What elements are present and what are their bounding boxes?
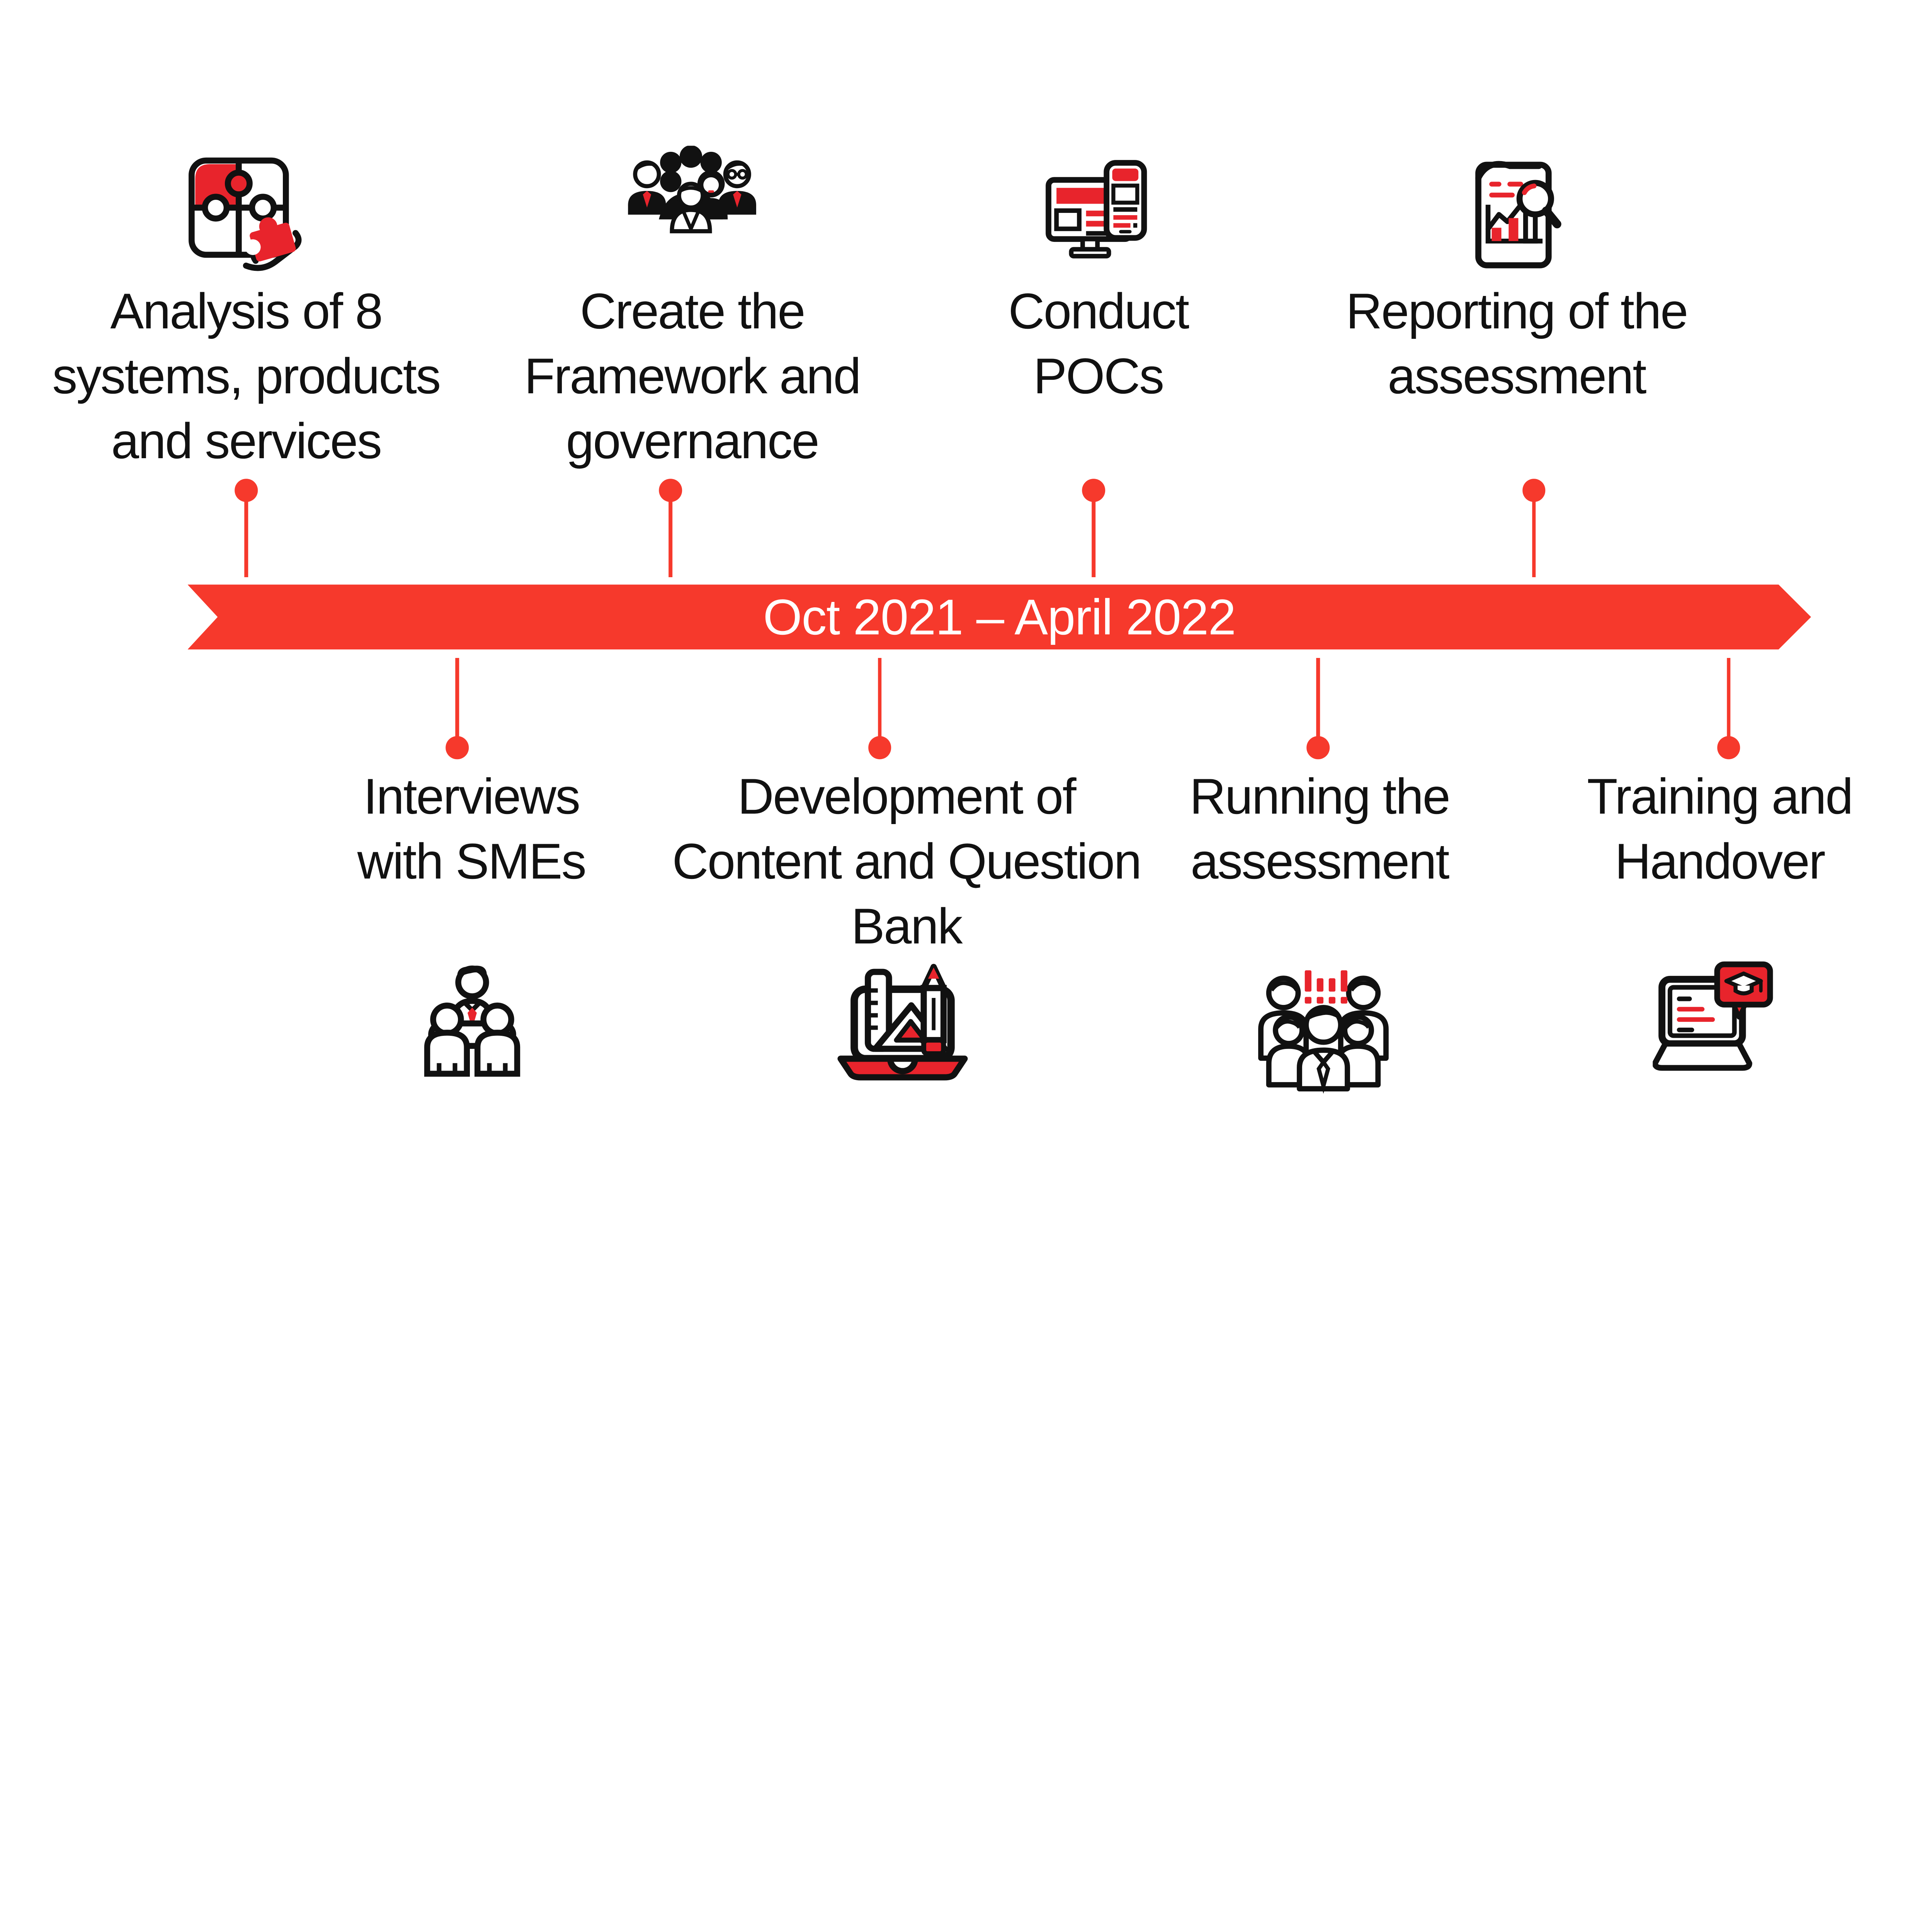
label-line: Reporting of the xyxy=(1346,282,1688,339)
audience-icon xyxy=(1258,970,1389,1094)
label-line: Development of xyxy=(737,768,1077,825)
timeline-dot xyxy=(1522,479,1546,502)
timeline-dot xyxy=(446,736,469,760)
report-magnifier-icon xyxy=(1475,161,1561,269)
elearning-icon xyxy=(1652,961,1773,1071)
milestone-analysis-label: Analysis of 8 systems, products and serv… xyxy=(52,279,441,473)
milestone-reporting-label: Reporting of the assessment xyxy=(1346,279,1688,408)
timeline-canvas: Oct 2021 – April 2022 Analysis of 8 syst… xyxy=(52,145,1854,1094)
devices-icon xyxy=(1046,160,1147,258)
timeline-banner-label: Oct 2021 – April 2022 xyxy=(763,589,1236,646)
label-line: assessment xyxy=(1388,347,1646,404)
design-tools-icon xyxy=(837,964,968,1081)
label-line: governance xyxy=(566,412,820,469)
connector-stem xyxy=(455,658,459,738)
timeline-banner: Oct 2021 – April 2022 xyxy=(187,585,1811,649)
connector-stem xyxy=(1532,501,1536,578)
label-line: Content and Question xyxy=(672,833,1142,890)
label-line: Bank xyxy=(851,898,963,955)
label-line: with SMEs xyxy=(357,833,587,890)
label-line: POCs xyxy=(1033,347,1164,404)
milestone-development-label: Development of Content and Question Bank xyxy=(672,764,1142,959)
timeline-dot xyxy=(1306,736,1330,760)
connector-stem xyxy=(1092,501,1095,578)
milestone-interviews-label: Interviews with SMEs xyxy=(357,764,587,894)
milestone-framework-label: Create the Framework and governance xyxy=(524,279,861,473)
label-line: assessment xyxy=(1190,833,1449,890)
connector-stem xyxy=(244,501,248,578)
milestone-training-label: Training and Handover xyxy=(1587,764,1853,894)
timeline-dot xyxy=(235,479,258,502)
connector-stem xyxy=(878,658,882,738)
milestone-pocs-label: Conduct POCs xyxy=(1008,279,1190,408)
meeting-icon xyxy=(424,965,520,1077)
team-icon xyxy=(628,145,756,233)
milestone-running-label: Running the assessment xyxy=(1189,764,1451,894)
label-line: Create the xyxy=(580,282,806,339)
label-line: and services xyxy=(111,412,382,469)
puzzle-icon xyxy=(188,157,301,271)
label-line: Training and xyxy=(1587,768,1853,825)
label-line: systems, products xyxy=(52,347,441,404)
timeline-dot xyxy=(659,479,682,502)
timeline-dot xyxy=(1082,479,1105,502)
timeline-dot xyxy=(868,736,891,760)
label-line: Framework and xyxy=(524,347,861,404)
label-line: Interviews xyxy=(363,768,580,825)
connector-stem xyxy=(1726,658,1731,738)
label-line: Handover xyxy=(1615,833,1825,890)
label-line: Conduct xyxy=(1008,282,1190,339)
connector-stem xyxy=(668,501,672,578)
connector-stem xyxy=(1316,658,1320,738)
timeline-dot xyxy=(1717,736,1740,760)
label-line: Running the xyxy=(1189,768,1451,825)
label-line: Analysis of 8 xyxy=(110,282,383,339)
